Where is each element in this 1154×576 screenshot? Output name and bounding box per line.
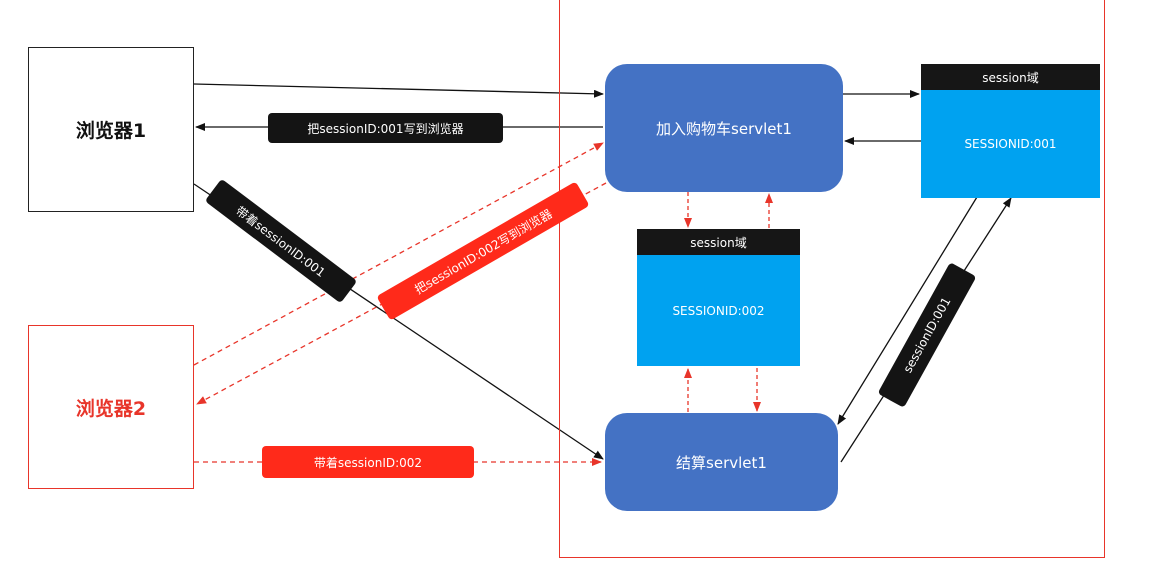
browser-1-label: 浏览器1 xyxy=(75,120,147,142)
arrow-session1-to-checkout xyxy=(837,196,978,425)
arrow-b1-to-cart xyxy=(193,83,604,98)
session-store-1: session域 SESSIONID:001 xyxy=(921,64,1100,198)
browser-2-label: 浏览器2 xyxy=(75,397,147,420)
checkout-servlet-label: 结算servlet1 xyxy=(676,453,767,472)
session-store-2-id: SESSIONID:002 xyxy=(672,303,765,318)
label-carry-002: 带着sessionID:002 xyxy=(262,446,474,478)
label-write-001: 把sessionID:001写到浏览器 xyxy=(268,113,503,143)
session-store-2: session域 SESSIONID:002 xyxy=(637,229,800,366)
server-frame xyxy=(559,0,1105,558)
session-store-2-header: session域 xyxy=(637,229,800,255)
cart-servlet-label: 加入购物车servlet1 xyxy=(656,119,792,138)
session-store-1-header: session域 xyxy=(921,64,1100,90)
arrow-cart-to-b2 xyxy=(196,182,607,405)
browser-2-box: 浏览器2 xyxy=(28,325,194,489)
arrow-b2-to-cart xyxy=(193,142,604,366)
checkout-servlet-box: 结算servlet1 xyxy=(605,413,838,511)
session-store-1-id: SESSIONID:001 xyxy=(964,137,1057,151)
browser-1-box: 浏览器1 xyxy=(28,47,194,212)
cart-servlet-box: 加入购物车servlet1 xyxy=(605,64,843,192)
